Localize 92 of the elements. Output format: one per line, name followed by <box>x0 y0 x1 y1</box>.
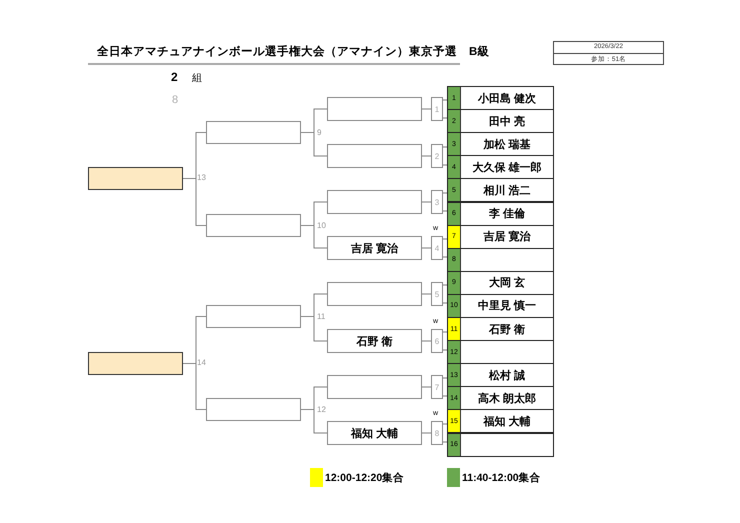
final-slot <box>88 352 183 375</box>
player-row <box>447 202 554 226</box>
player-row <box>447 317 554 342</box>
player-row <box>447 132 554 156</box>
player-name: 中里見 慎一 <box>478 298 536 314</box>
player-row <box>447 86 554 110</box>
bracket-line <box>442 284 448 286</box>
bracket-slot <box>327 282 422 306</box>
bracket-slot <box>327 144 422 168</box>
faint-number: 8 <box>172 94 178 106</box>
player-row <box>447 432 554 457</box>
player-name: 吉居 寛治 <box>483 230 531 244</box>
bracket-line <box>300 316 328 342</box>
match-number: 9 <box>317 127 322 139</box>
match-number: 4 <box>434 244 440 252</box>
bracket-line <box>422 340 432 342</box>
match-number: 7 <box>434 382 440 392</box>
bracket-slot <box>327 97 422 121</box>
player-name: 田中 亮 <box>488 114 526 129</box>
match-number: 11 <box>317 311 326 323</box>
bracket-line <box>442 210 448 212</box>
player-row <box>447 155 554 180</box>
bracket-line <box>442 302 448 304</box>
bracket-line <box>442 192 448 194</box>
match-box <box>431 236 443 260</box>
player-row <box>447 248 554 272</box>
group-number: 2 <box>171 71 178 83</box>
bracket-line <box>442 256 448 258</box>
bracket-line <box>422 108 432 110</box>
bracket-slot <box>327 236 422 260</box>
bracket-slot <box>206 398 301 421</box>
player-row <box>447 294 554 318</box>
bracket-slot <box>327 190 422 214</box>
player-name: 小田島 健次 <box>478 92 536 106</box>
legend-text: 12:00-12:20集合 <box>325 471 404 485</box>
match-box <box>431 375 443 399</box>
player-name: 福知 大輔 <box>350 426 398 440</box>
legend-text: 11:40-12:00集合 <box>462 471 541 485</box>
match-number: 14 <box>197 357 206 369</box>
final-slot <box>88 167 183 190</box>
match-number: 13 <box>197 172 206 184</box>
player-row <box>447 109 554 134</box>
bracket-line <box>442 146 448 148</box>
bracket-line <box>442 238 448 240</box>
bracket-line <box>182 178 206 226</box>
bracket-line <box>442 164 448 166</box>
bracket-slot <box>206 214 301 237</box>
player-name: 李 佳倫 <box>488 206 526 222</box>
player-name: 松村 誠 <box>488 368 526 383</box>
player-row <box>447 224 554 249</box>
bracket-line <box>300 132 328 156</box>
player-row <box>447 340 554 364</box>
title: 全日本アマチュアナインボール選手権大会（アマナイン）東京予選 B級 <box>97 44 490 59</box>
player-row <box>447 178 554 202</box>
bracket-line <box>300 225 328 248</box>
match-number: 2 <box>434 152 440 160</box>
player-name: 吉居 寛治 <box>350 242 398 256</box>
bracket-line <box>422 386 432 388</box>
bracket-line <box>300 409 328 434</box>
bracket-slot <box>206 121 301 144</box>
match-number: 1 <box>434 104 440 114</box>
player-name: 相川 浩二 <box>483 184 531 198</box>
player-row <box>447 363 554 388</box>
match-box <box>431 97 443 121</box>
match-box <box>431 282 443 306</box>
match-number: 5 <box>434 290 440 298</box>
bracket-slot <box>327 375 422 399</box>
match-box <box>431 190 443 214</box>
player-row <box>447 409 554 434</box>
match-number: 3 <box>434 198 440 206</box>
player-name: 高木 朗太郎 <box>478 392 536 406</box>
bracket-line <box>422 432 432 434</box>
bracket-slot <box>327 329 422 353</box>
player-name: 石野 衛 <box>356 334 393 348</box>
match-number: 10 <box>317 220 326 232</box>
match-number: 8 <box>434 428 440 438</box>
group-label: 組 <box>192 73 202 85</box>
bracket-slot <box>327 421 422 445</box>
player-name: 大岡 玄 <box>488 276 526 290</box>
player-row <box>447 386 554 410</box>
match-box <box>431 421 443 445</box>
bracket-line <box>182 363 206 410</box>
player-name: 福知 大輔 <box>483 414 531 429</box>
match-box <box>431 144 443 168</box>
player-row <box>447 270 554 295</box>
match-number: 12 <box>317 404 326 416</box>
player-name: 石野 衛 <box>488 322 526 337</box>
match-box <box>431 329 443 353</box>
match-number: 6 <box>434 336 440 346</box>
bracket-slot <box>206 305 301 328</box>
player-name: 加松 瑞基 <box>483 138 531 152</box>
player-name: 大久保 雄一郎 <box>472 160 542 175</box>
